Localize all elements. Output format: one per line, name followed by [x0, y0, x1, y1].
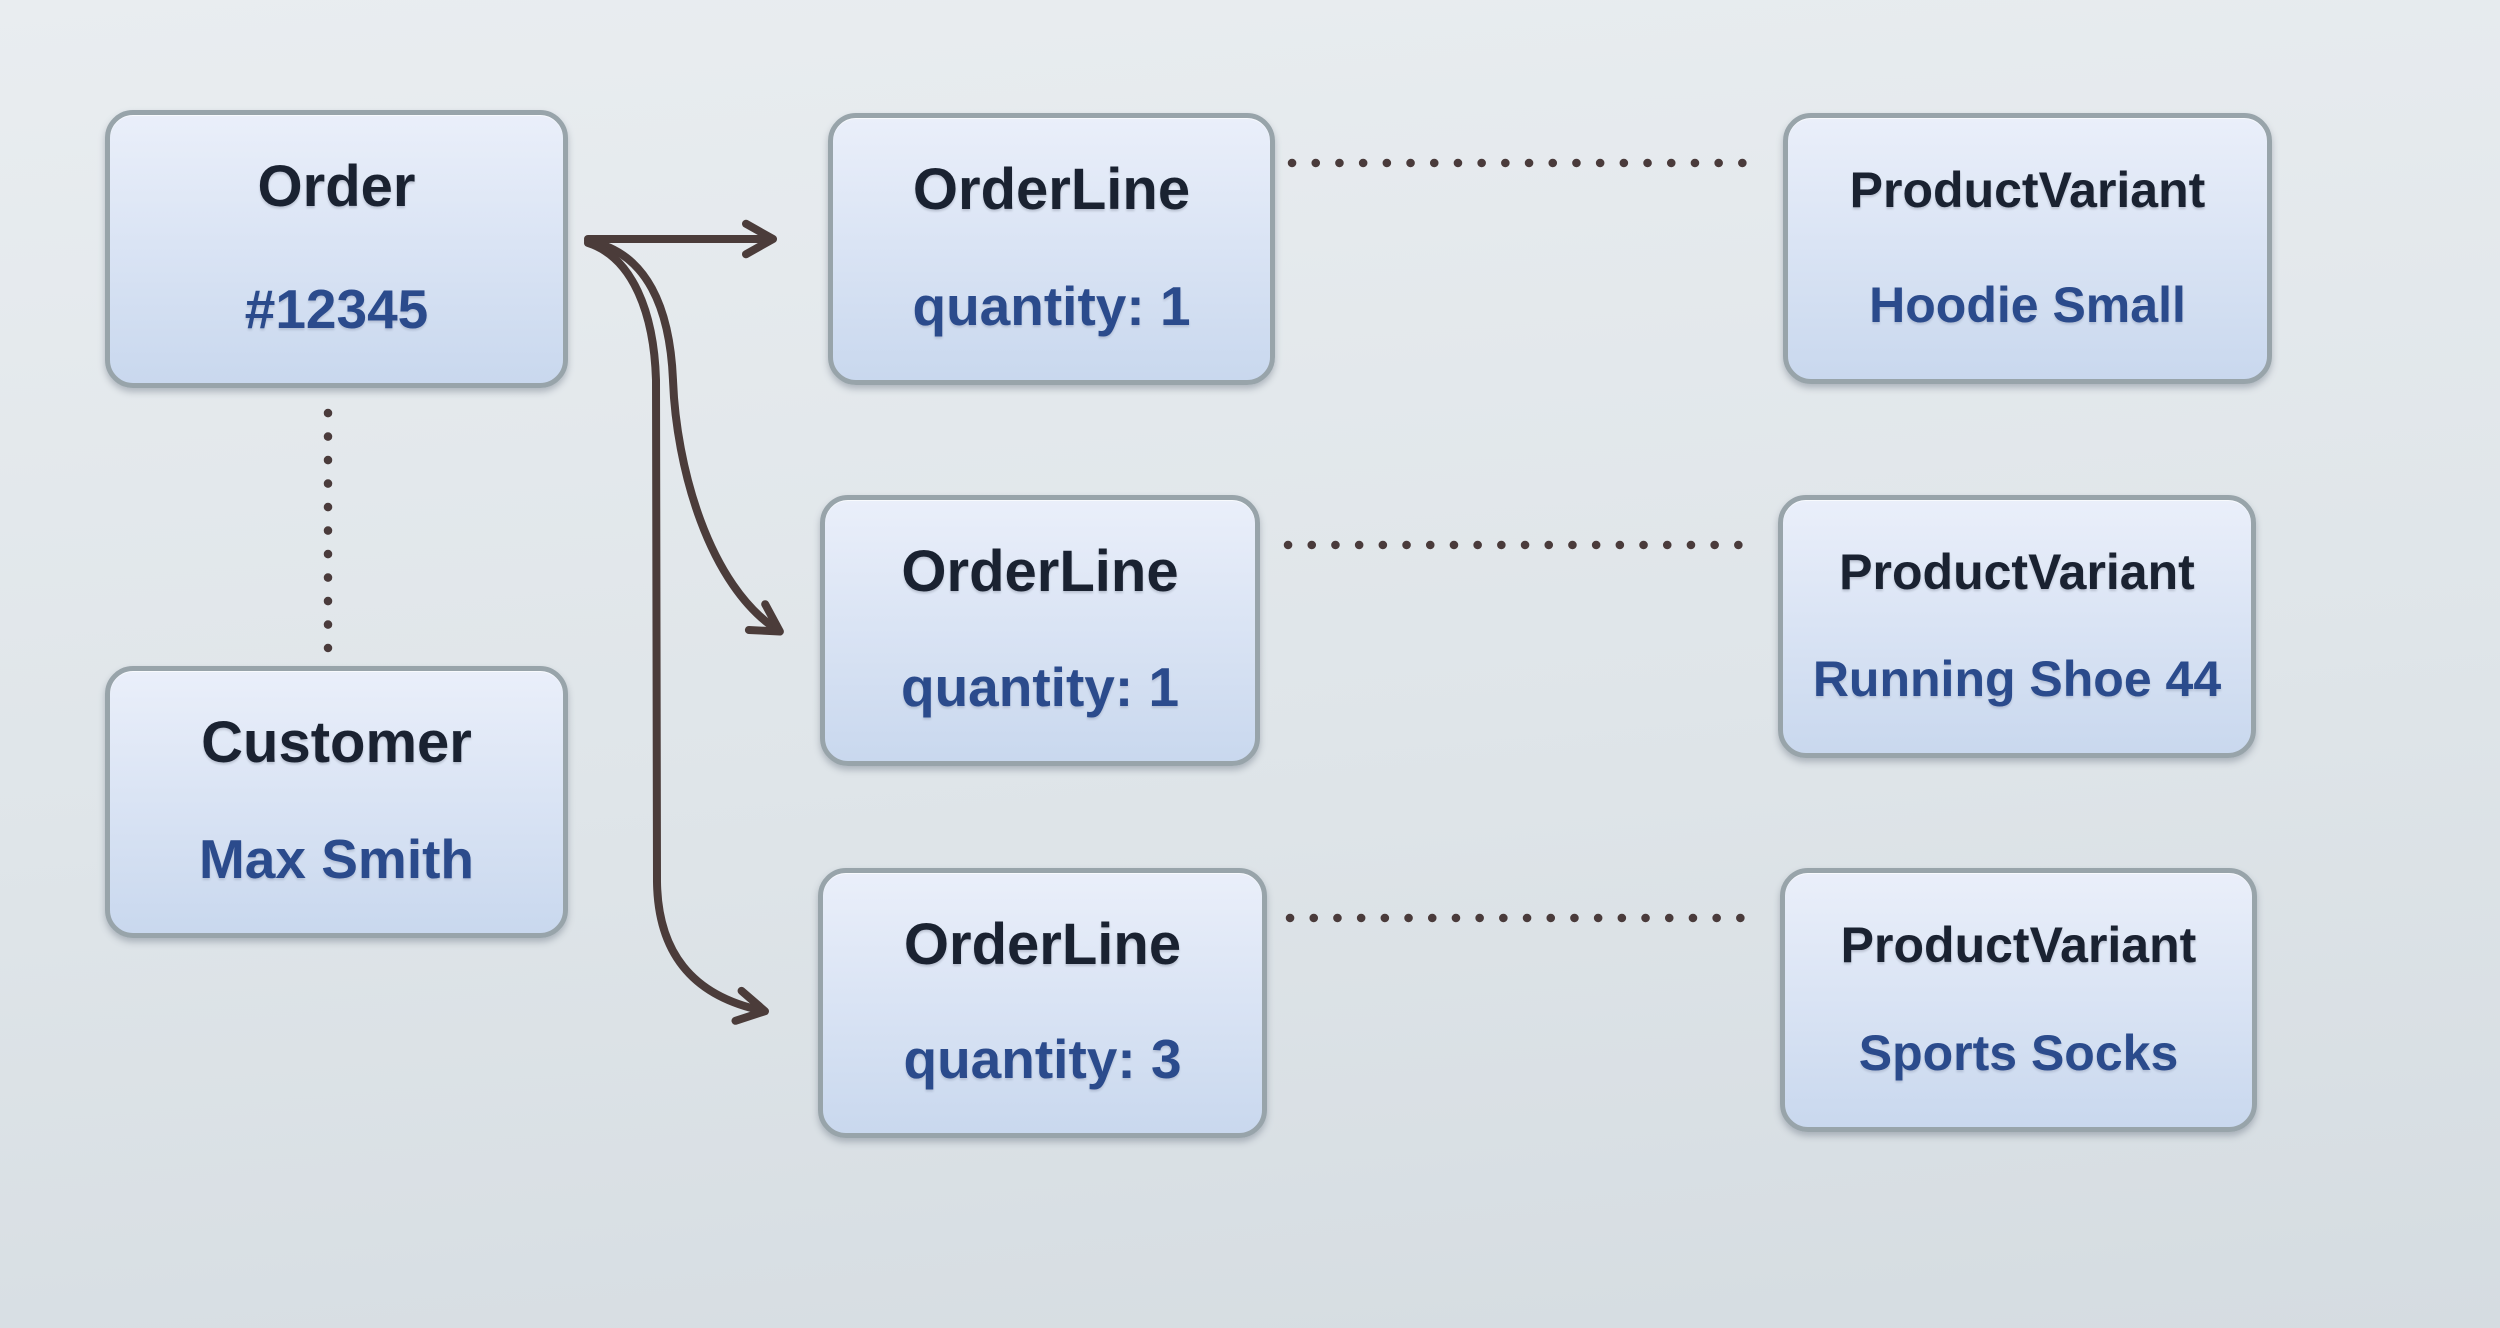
entity-title: OrderLine — [903, 912, 1182, 977]
entity-title: OrderLine — [912, 157, 1191, 222]
entity-title: ProductVariant — [1840, 917, 2197, 973]
order-node: Order #12345 — [105, 110, 568, 388]
entity-value: quantity: 1 — [900, 656, 1180, 718]
entity-title: ProductVariant — [1849, 162, 2206, 218]
orderline-node-1: OrderLine quantity: 1 — [828, 113, 1275, 385]
productvariant-node-2: ProductVariant Running Shoe 44 — [1778, 495, 2256, 758]
entity-value: #12345 — [244, 278, 429, 340]
entity-value: Running Shoe 44 — [1812, 651, 2222, 707]
entity-title: Customer — [201, 710, 472, 775]
entity-value: Max Smith — [198, 828, 475, 890]
productvariant-node-3: ProductVariant Sports Socks — [1780, 868, 2257, 1132]
productvariant-node-1: ProductVariant Hoodie Small — [1783, 113, 2272, 384]
order-orderline-arrow-3 — [584, 239, 770, 1025]
entity-value: quantity: 3 — [903, 1028, 1182, 1090]
customer-node: Customer Max Smith — [105, 666, 568, 938]
entity-title: ProductVariant — [1839, 544, 2195, 600]
orderline-node-2: OrderLine quantity: 1 — [820, 495, 1260, 766]
orderline-node-3: OrderLine quantity: 3 — [818, 868, 1267, 1138]
entity-value: quantity: 1 — [912, 275, 1191, 337]
order-orderline-arrow-2 — [584, 237, 784, 636]
entity-value: Sports Socks — [1858, 1025, 2179, 1081]
entity-title: Order — [257, 154, 416, 219]
entity-title: OrderLine — [901, 539, 1179, 604]
entity-value: Hoodie Small — [1869, 277, 2186, 333]
